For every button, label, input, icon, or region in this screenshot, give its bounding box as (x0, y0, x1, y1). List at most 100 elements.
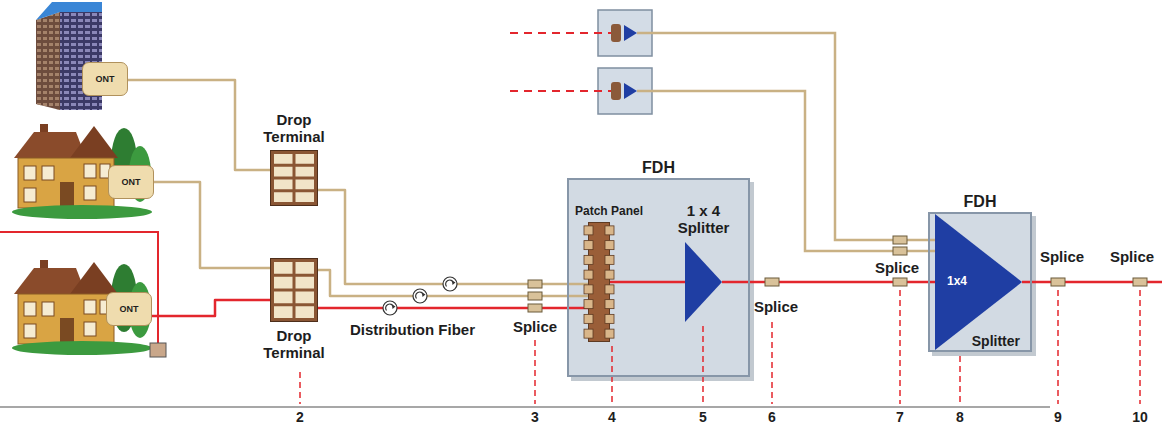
baseline-rule (0, 406, 1050, 408)
patch-port (584, 255, 593, 264)
callout-number: 9 (1054, 409, 1062, 425)
patch-port (584, 270, 593, 279)
callout-line (771, 322, 773, 404)
office-building (36, 2, 102, 20)
label-text: Distribution Fiber (350, 321, 475, 338)
patch-port (584, 300, 593, 309)
fiber-connector (128, 80, 270, 170)
port-cell (274, 192, 293, 202)
port-cell (274, 292, 293, 304)
feeder-box (510, 10, 652, 114)
node-heading: Drop Terminal (248, 327, 340, 362)
port-cell (274, 180, 293, 190)
fdh-cabinet: FDHPatch Panel1 x 4 Splitter (567, 178, 750, 377)
splice-symbol (528, 292, 542, 300)
drop-terminal: Drop Terminal (270, 258, 318, 322)
feeder-box (624, 25, 637, 41)
splice-symbol (893, 247, 907, 255)
feeder-box (510, 32, 611, 34)
ont-box: ONT (108, 165, 154, 199)
port-cell (274, 167, 293, 177)
patch-port (605, 285, 614, 294)
callout-line (899, 290, 901, 404)
office-building (36, 12, 60, 110)
splice-symbol (528, 304, 542, 312)
port-cell (296, 180, 315, 190)
node-heading: Patch Panel (575, 205, 643, 219)
callout-line (959, 356, 961, 404)
fiber-connector (154, 182, 270, 268)
feeder-fiber (0, 232, 158, 343)
patch-port (605, 314, 614, 323)
callout-line (702, 326, 704, 404)
office-building (36, 12, 60, 110)
callout-line (1057, 290, 1059, 404)
splice-symbol (1051, 278, 1065, 286)
port-cell (274, 154, 293, 164)
patch-port (605, 241, 614, 250)
splice-label: Splice (1040, 248, 1084, 265)
fiber-connector (610, 281, 685, 284)
feeder-fiber (0, 232, 166, 357)
ont-box: ONT (106, 292, 152, 326)
fiber-connector (318, 307, 588, 310)
port-cell (274, 262, 293, 274)
feeder-box (624, 83, 637, 99)
splice-label: Splice (754, 298, 798, 315)
splitter: 1 x 4 Splitter (685, 242, 722, 322)
node-heading: 1 x 4 Splitter (668, 202, 740, 237)
splice-label: Splice (513, 318, 557, 335)
node-text: 1x4 (947, 275, 967, 289)
feeder-fiber (150, 343, 166, 357)
patch-port (605, 226, 614, 235)
fdh-cabinet: FDH1x4Splitter (928, 212, 1032, 352)
patch-panel-shape (589, 223, 609, 341)
callout-number: 10 (1132, 409, 1148, 425)
splitter-triangle (935, 214, 1022, 350)
callout-number: 2 (296, 409, 304, 425)
splice-label: Splice (875, 259, 919, 276)
patch-port (605, 329, 614, 338)
cabinet-fill (928, 212, 1032, 352)
ont-box: ONT (82, 62, 128, 96)
port-cell (274, 277, 293, 289)
cabinet-fill (567, 178, 750, 377)
callout-number: 5 (699, 409, 707, 425)
splice-symbol (1133, 278, 1147, 286)
patch-port (605, 270, 614, 279)
patch-panel: Patch Panel (588, 222, 610, 342)
splitter-triangle (685, 242, 722, 322)
port-cell (296, 292, 315, 304)
patch-port (584, 285, 593, 294)
port-cell (296, 192, 315, 202)
node-heading: FDH (950, 193, 1010, 211)
fiber-connector (318, 270, 588, 296)
node-heading: FDH (629, 159, 689, 177)
splice-symbol (765, 278, 779, 286)
splice-symbol (528, 280, 542, 288)
node-heading: Splitter (972, 333, 1020, 349)
callout-number: 6 (768, 409, 776, 425)
splitter-shape (685, 242, 722, 322)
port-cell (296, 167, 315, 177)
callout-number: 4 (608, 409, 616, 425)
callout-number: 7 (896, 409, 904, 425)
callout-line (299, 372, 301, 404)
fiber-coil (383, 277, 457, 315)
house-illustration (12, 260, 152, 355)
splice-symbol (893, 278, 907, 286)
fiber-line (637, 33, 937, 240)
port-cell (296, 262, 315, 274)
port-cell (296, 154, 315, 164)
port-cell (296, 306, 315, 318)
splice-label: Splice (1110, 248, 1154, 265)
feeder-box (611, 82, 621, 100)
port-cell (296, 277, 315, 289)
splice-symbol (893, 236, 907, 244)
fiber-connector (152, 300, 270, 316)
patch-port (584, 314, 593, 323)
fiber-line (637, 33, 1162, 282)
drop-terminal-shape (271, 259, 317, 321)
patch-port (584, 329, 593, 338)
